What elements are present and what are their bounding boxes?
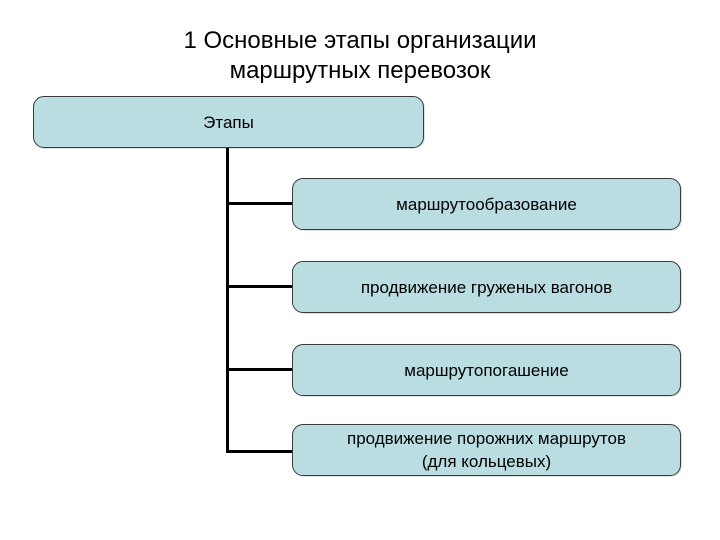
node-child-marshrutoobrazovanie[interactable]: маршрутообразование	[292, 178, 681, 230]
connector-trunk	[226, 148, 229, 453]
connector-branch-3	[226, 368, 294, 371]
node-child-prodvizhenie-gruzhenyh-vagonov[interactable]: продвижение груженых вагонов	[292, 261, 681, 313]
node-child-marshrutopogashenie[interactable]: маршрутопогашение	[292, 344, 681, 396]
connector-branch-1	[226, 202, 294, 205]
page-title: 1 Основные этапы организации маршрутных …	[183, 27, 537, 84]
connector-branch-2	[226, 285, 294, 288]
node-root-stages[interactable]: Этапы	[33, 96, 424, 148]
connector-branch-4	[226, 450, 294, 453]
node-child-prodvizhenie-porozhnih-marshrutov[interactable]: продвижение порожних маршрутов (для коль…	[292, 424, 681, 476]
